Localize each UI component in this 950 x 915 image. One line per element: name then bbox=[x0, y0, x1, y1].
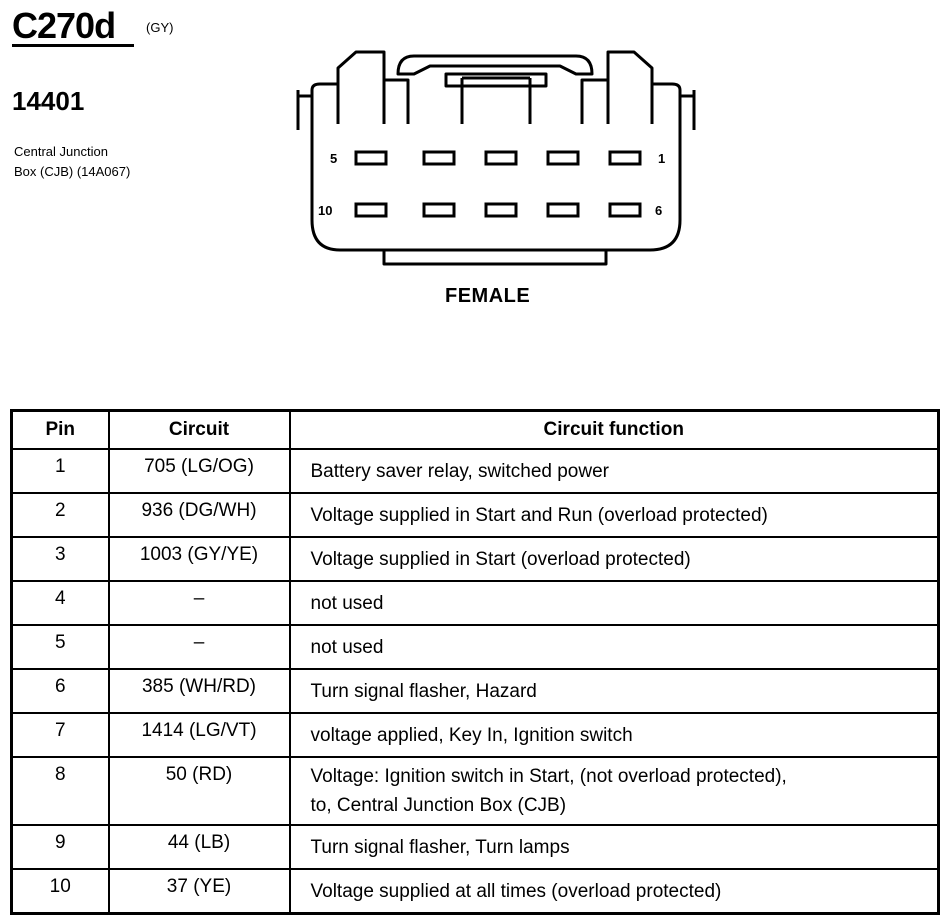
table-row: 4 – not used bbox=[10, 580, 940, 626]
cell-circuit: – bbox=[107, 580, 291, 626]
pin-cavity-5 bbox=[354, 150, 388, 166]
cell-circuit: 44 (LB) bbox=[107, 824, 291, 870]
pin-label-top-left: 5 bbox=[330, 151, 338, 166]
cell-function: Voltage: Ignition switch in Start, (not … bbox=[288, 756, 940, 826]
pin-cavity-1 bbox=[608, 150, 642, 166]
pinout-table: Pin Circuit Circuit function 1 705 (LG/O… bbox=[10, 409, 940, 915]
cell-pin: 5 bbox=[10, 624, 110, 670]
cell-function: Voltage supplied in Start and Run (overl… bbox=[288, 492, 940, 538]
cell-circuit: 37 (YE) bbox=[107, 868, 291, 915]
table-row: 5 – not used bbox=[10, 624, 940, 670]
connector-face-diagram bbox=[296, 50, 696, 266]
title-underline bbox=[12, 44, 134, 47]
cell-function-line2: to, Central Junction Box (CJB) bbox=[310, 795, 567, 816]
connector-inner-wall-right bbox=[680, 90, 696, 130]
table-row: 2 936 (DG/WH) Voltage supplied in Start … bbox=[10, 492, 940, 538]
pin-cavity-2 bbox=[546, 150, 580, 166]
cell-function-line1: Voltage: Ignition switch in Start, (not … bbox=[310, 766, 787, 787]
pin-cavity-10 bbox=[354, 202, 388, 218]
cell-function: Turn signal flasher, Hazard bbox=[288, 668, 940, 714]
cell-circuit: 936 (DG/WH) bbox=[107, 492, 291, 538]
table-row: 8 50 (RD) Voltage: Ignition switch in St… bbox=[10, 756, 940, 826]
cell-pin: 2 bbox=[10, 492, 110, 538]
cell-pin: 1 bbox=[10, 448, 110, 494]
table-row: 7 1414 (LG/VT) voltage applied, Key In, … bbox=[10, 712, 940, 758]
cell-pin: 3 bbox=[10, 536, 110, 582]
pin-cavity-8 bbox=[484, 202, 518, 218]
table-row: 9 44 (LB) Turn signal flasher, Turn lamp… bbox=[10, 824, 940, 870]
pin-cavity-3 bbox=[484, 150, 518, 166]
connector-color-code: (GY) bbox=[146, 20, 174, 35]
cell-pin: 9 bbox=[10, 824, 110, 870]
part-number: 14401 bbox=[12, 86, 85, 116]
header-function: Circuit function bbox=[288, 409, 940, 450]
connector-inner-wall-left bbox=[296, 90, 312, 130]
component-name-line1: Central Junction bbox=[14, 144, 108, 159]
cell-circuit: – bbox=[107, 624, 291, 670]
pin-cavity-6 bbox=[608, 202, 642, 218]
connector-bottom-key bbox=[382, 250, 608, 266]
cell-pin: 8 bbox=[10, 756, 110, 826]
connector-top-rim bbox=[310, 50, 410, 124]
cell-function: Voltage supplied at all times (overload … bbox=[288, 868, 940, 915]
pin-cavity-9 bbox=[422, 202, 456, 218]
cell-pin: 6 bbox=[10, 668, 110, 714]
pin-cavity-4 bbox=[422, 150, 456, 166]
table-row: 10 37 (YE) Voltage supplied at all times… bbox=[10, 868, 940, 915]
cell-function: not used bbox=[288, 624, 940, 670]
header-circuit: Circuit bbox=[107, 409, 291, 450]
table-header-row: Pin Circuit Circuit function bbox=[10, 409, 940, 450]
cell-pin: 4 bbox=[10, 580, 110, 626]
cell-function: Voltage supplied in Start (overload prot… bbox=[288, 536, 940, 582]
connector-latch bbox=[396, 54, 594, 76]
cell-circuit: 705 (LG/OG) bbox=[107, 448, 291, 494]
table-row: 6 385 (WH/RD) Turn signal flasher, Hazar… bbox=[10, 668, 940, 714]
cell-circuit: 50 (RD) bbox=[107, 756, 291, 826]
component-name-line2: Box (CJB) (14A067) bbox=[14, 164, 131, 179]
pin-cavity-7 bbox=[546, 202, 580, 218]
connector-latch-tab bbox=[444, 72, 548, 88]
table-row: 3 1003 (GY/YE) Voltage supplied in Start… bbox=[10, 536, 940, 582]
cell-function: Turn signal flasher, Turn lamps bbox=[288, 824, 940, 870]
cell-pin: 7 bbox=[10, 712, 110, 758]
cell-function: not used bbox=[288, 580, 940, 626]
cell-circuit: 1414 (LG/VT) bbox=[107, 712, 291, 758]
component-name: Central Junction Box (CJB) (14A067) bbox=[14, 142, 214, 182]
connector-gender: FEMALE bbox=[445, 285, 531, 307]
connector-top-rim-right bbox=[580, 50, 682, 124]
cell-circuit: 385 (WH/RD) bbox=[107, 668, 291, 714]
cell-circuit: 1003 (GY/YE) bbox=[107, 536, 291, 582]
pin-label-bottom-left: 10 bbox=[318, 203, 333, 218]
connector-id: C270d bbox=[12, 5, 116, 46]
cell-function: Battery saver relay, switched power bbox=[288, 448, 940, 494]
pin-label-top-right: 1 bbox=[658, 151, 666, 166]
cell-function: voltage applied, Key In, Ignition switch bbox=[288, 712, 940, 758]
table-row: 1 705 (LG/OG) Battery saver relay, switc… bbox=[10, 448, 940, 494]
header-pin: Pin bbox=[10, 409, 110, 450]
cell-pin: 10 bbox=[10, 868, 110, 915]
connector-body-outline bbox=[310, 96, 682, 252]
pin-label-bottom-right: 6 bbox=[655, 203, 663, 218]
